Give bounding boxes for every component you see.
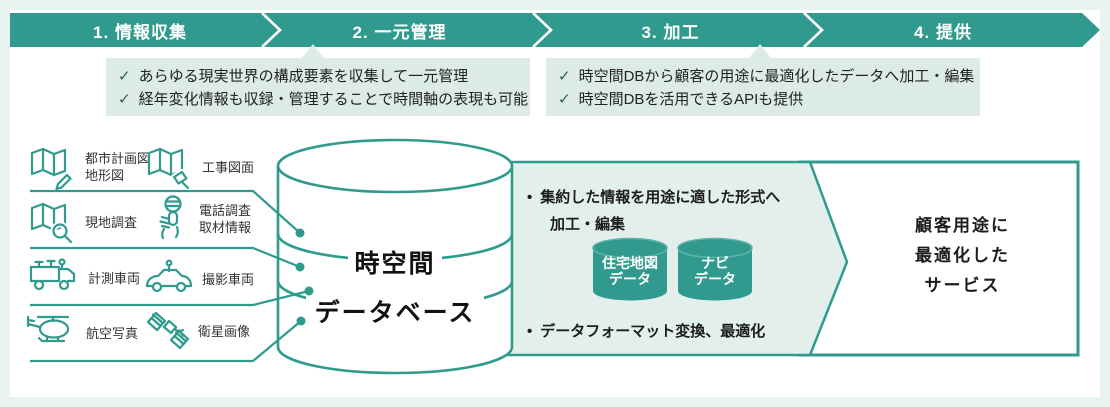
source-item-field-survey: 現地調査 xyxy=(28,199,137,245)
mini-db-navi xyxy=(677,237,753,301)
note-text: 時空間DBを活用できるAPIも提供 xyxy=(578,91,804,108)
source-item-measuring-vehicle: 計測車両 xyxy=(26,255,140,301)
source-label: 衛星画像 xyxy=(198,323,251,339)
note-item: ✓ あらゆる現実世界の構成要素を収集して一元管理 xyxy=(118,65,520,88)
check-icon: ✓ xyxy=(558,91,571,108)
note-item: ✓ 時空間DBを活用できるAPIも提供 xyxy=(558,88,970,111)
map-magnifier-icon xyxy=(28,199,78,245)
source-label: 取材情報 xyxy=(199,220,252,235)
satellite-icon xyxy=(141,306,193,356)
source-label: 地形図 xyxy=(85,168,125,183)
processing-bullet-2: • データフォーマット変換、最適化 xyxy=(527,320,765,341)
source-item-aerial-photo: 航空写真 xyxy=(24,311,138,355)
callout-pointer-processing xyxy=(749,44,771,58)
source-label: 撮影車両 xyxy=(202,271,255,287)
source-label: 都市計画図 xyxy=(85,151,151,166)
bullet-icon: • xyxy=(527,189,533,206)
service-box xyxy=(798,160,1080,357)
mini-db-line: データ xyxy=(609,271,651,287)
banner-step-3: 3. 加工 xyxy=(641,22,700,42)
service-box-text: 顧客用途に 最適化した サービス xyxy=(855,211,1070,301)
source-label: 航空写真 xyxy=(86,325,139,341)
note-item: ✓ 経年変化情報も収録・管理することで時間軸の表現も可能 xyxy=(118,88,528,111)
processing-bullet-text: データフォーマット変換、最適化 xyxy=(540,323,766,340)
source-item-city-map: 都市計画図 地形図 xyxy=(28,144,150,190)
processing-bullet-text: 加工・編集 xyxy=(550,216,626,233)
map-hammer-icon xyxy=(145,144,195,190)
processing-bullet-1: • 集約した情報を用途に適した形式へ xyxy=(527,186,780,207)
check-icon: ✓ xyxy=(118,91,131,108)
mini-db-label-housing-map: 住宅地図 データ xyxy=(593,255,667,287)
note-processing: ✓ 時空間DBから顧客の用途に最適化したデータへ加工・編集 ✓ 時空間DBを活用… xyxy=(546,58,980,116)
source-label: 工事図面 xyxy=(202,159,255,175)
service-line: サービス xyxy=(924,276,1001,295)
service-line: 顧客用途に xyxy=(915,216,1010,235)
banner-step-2: 2. 一元管理 xyxy=(352,22,447,42)
processing-bullet-1-line2: 加工・編集 xyxy=(550,213,625,234)
mini-db-housing-map xyxy=(592,237,668,301)
callout-pointer-collection xyxy=(302,44,324,58)
mini-db-line: ナビ xyxy=(701,255,729,271)
camera-car-icon xyxy=(143,258,195,300)
source-item-interview: 電話調査 取材情報 xyxy=(148,193,251,245)
source-connectors xyxy=(30,189,310,363)
note-item: ✓ 時空間DBから顧客の用途に最適化したデータへ加工・編集 xyxy=(558,65,974,88)
database-title-line2: データベース xyxy=(314,299,476,327)
check-icon: ✓ xyxy=(558,68,571,85)
microphone-icon xyxy=(148,193,194,245)
mini-db-line: 住宅地図 xyxy=(602,255,658,271)
banner-step-4: 4. 提供 xyxy=(914,22,972,42)
note-text: あらゆる現実世界の構成要素を収集して一元管理 xyxy=(138,68,469,85)
mini-db-label-navi: ナビ データ xyxy=(678,255,752,287)
source-item-satellite-image: 衛星画像 xyxy=(141,306,250,356)
source-item-camera-vehicle: 撮影車両 xyxy=(143,258,254,300)
connector-dots xyxy=(295,228,314,326)
service-line: 最適化した xyxy=(915,246,1010,265)
source-label: 現地調査 xyxy=(85,214,138,230)
banner-arrow xyxy=(10,13,1100,47)
bullet-icon: • xyxy=(527,323,533,340)
check-icon: ✓ xyxy=(118,68,131,85)
note-text: 経年変化情報も収録・管理することで時間軸の表現も可能 xyxy=(138,91,529,108)
map-pencil-icon xyxy=(28,144,78,190)
source-item-construction-drawing: 工事図面 xyxy=(145,144,254,190)
processing-bullet-text: 集約した情報を用途に適した形式へ xyxy=(540,189,781,206)
banner-chevron-separators xyxy=(261,12,824,48)
database-cylinder xyxy=(276,138,514,375)
helicopter-icon xyxy=(24,311,82,355)
mini-db-line: データ xyxy=(694,271,736,287)
source-label: 電話調査 xyxy=(199,203,252,218)
source-label: 計測車両 xyxy=(88,270,141,286)
note-text: 時空間DBから顧客の用途に最適化したデータへ加工・編集 xyxy=(578,68,975,85)
banner-step-1: 1. 情報収集 xyxy=(93,22,187,42)
measuring-van-icon xyxy=(26,255,82,301)
database-title-line1: 時空間 xyxy=(354,250,436,278)
note-collection: ✓ あらゆる現実世界の構成要素を収集して一元管理 ✓ 経年変化情報も収録・管理す… xyxy=(106,58,530,116)
